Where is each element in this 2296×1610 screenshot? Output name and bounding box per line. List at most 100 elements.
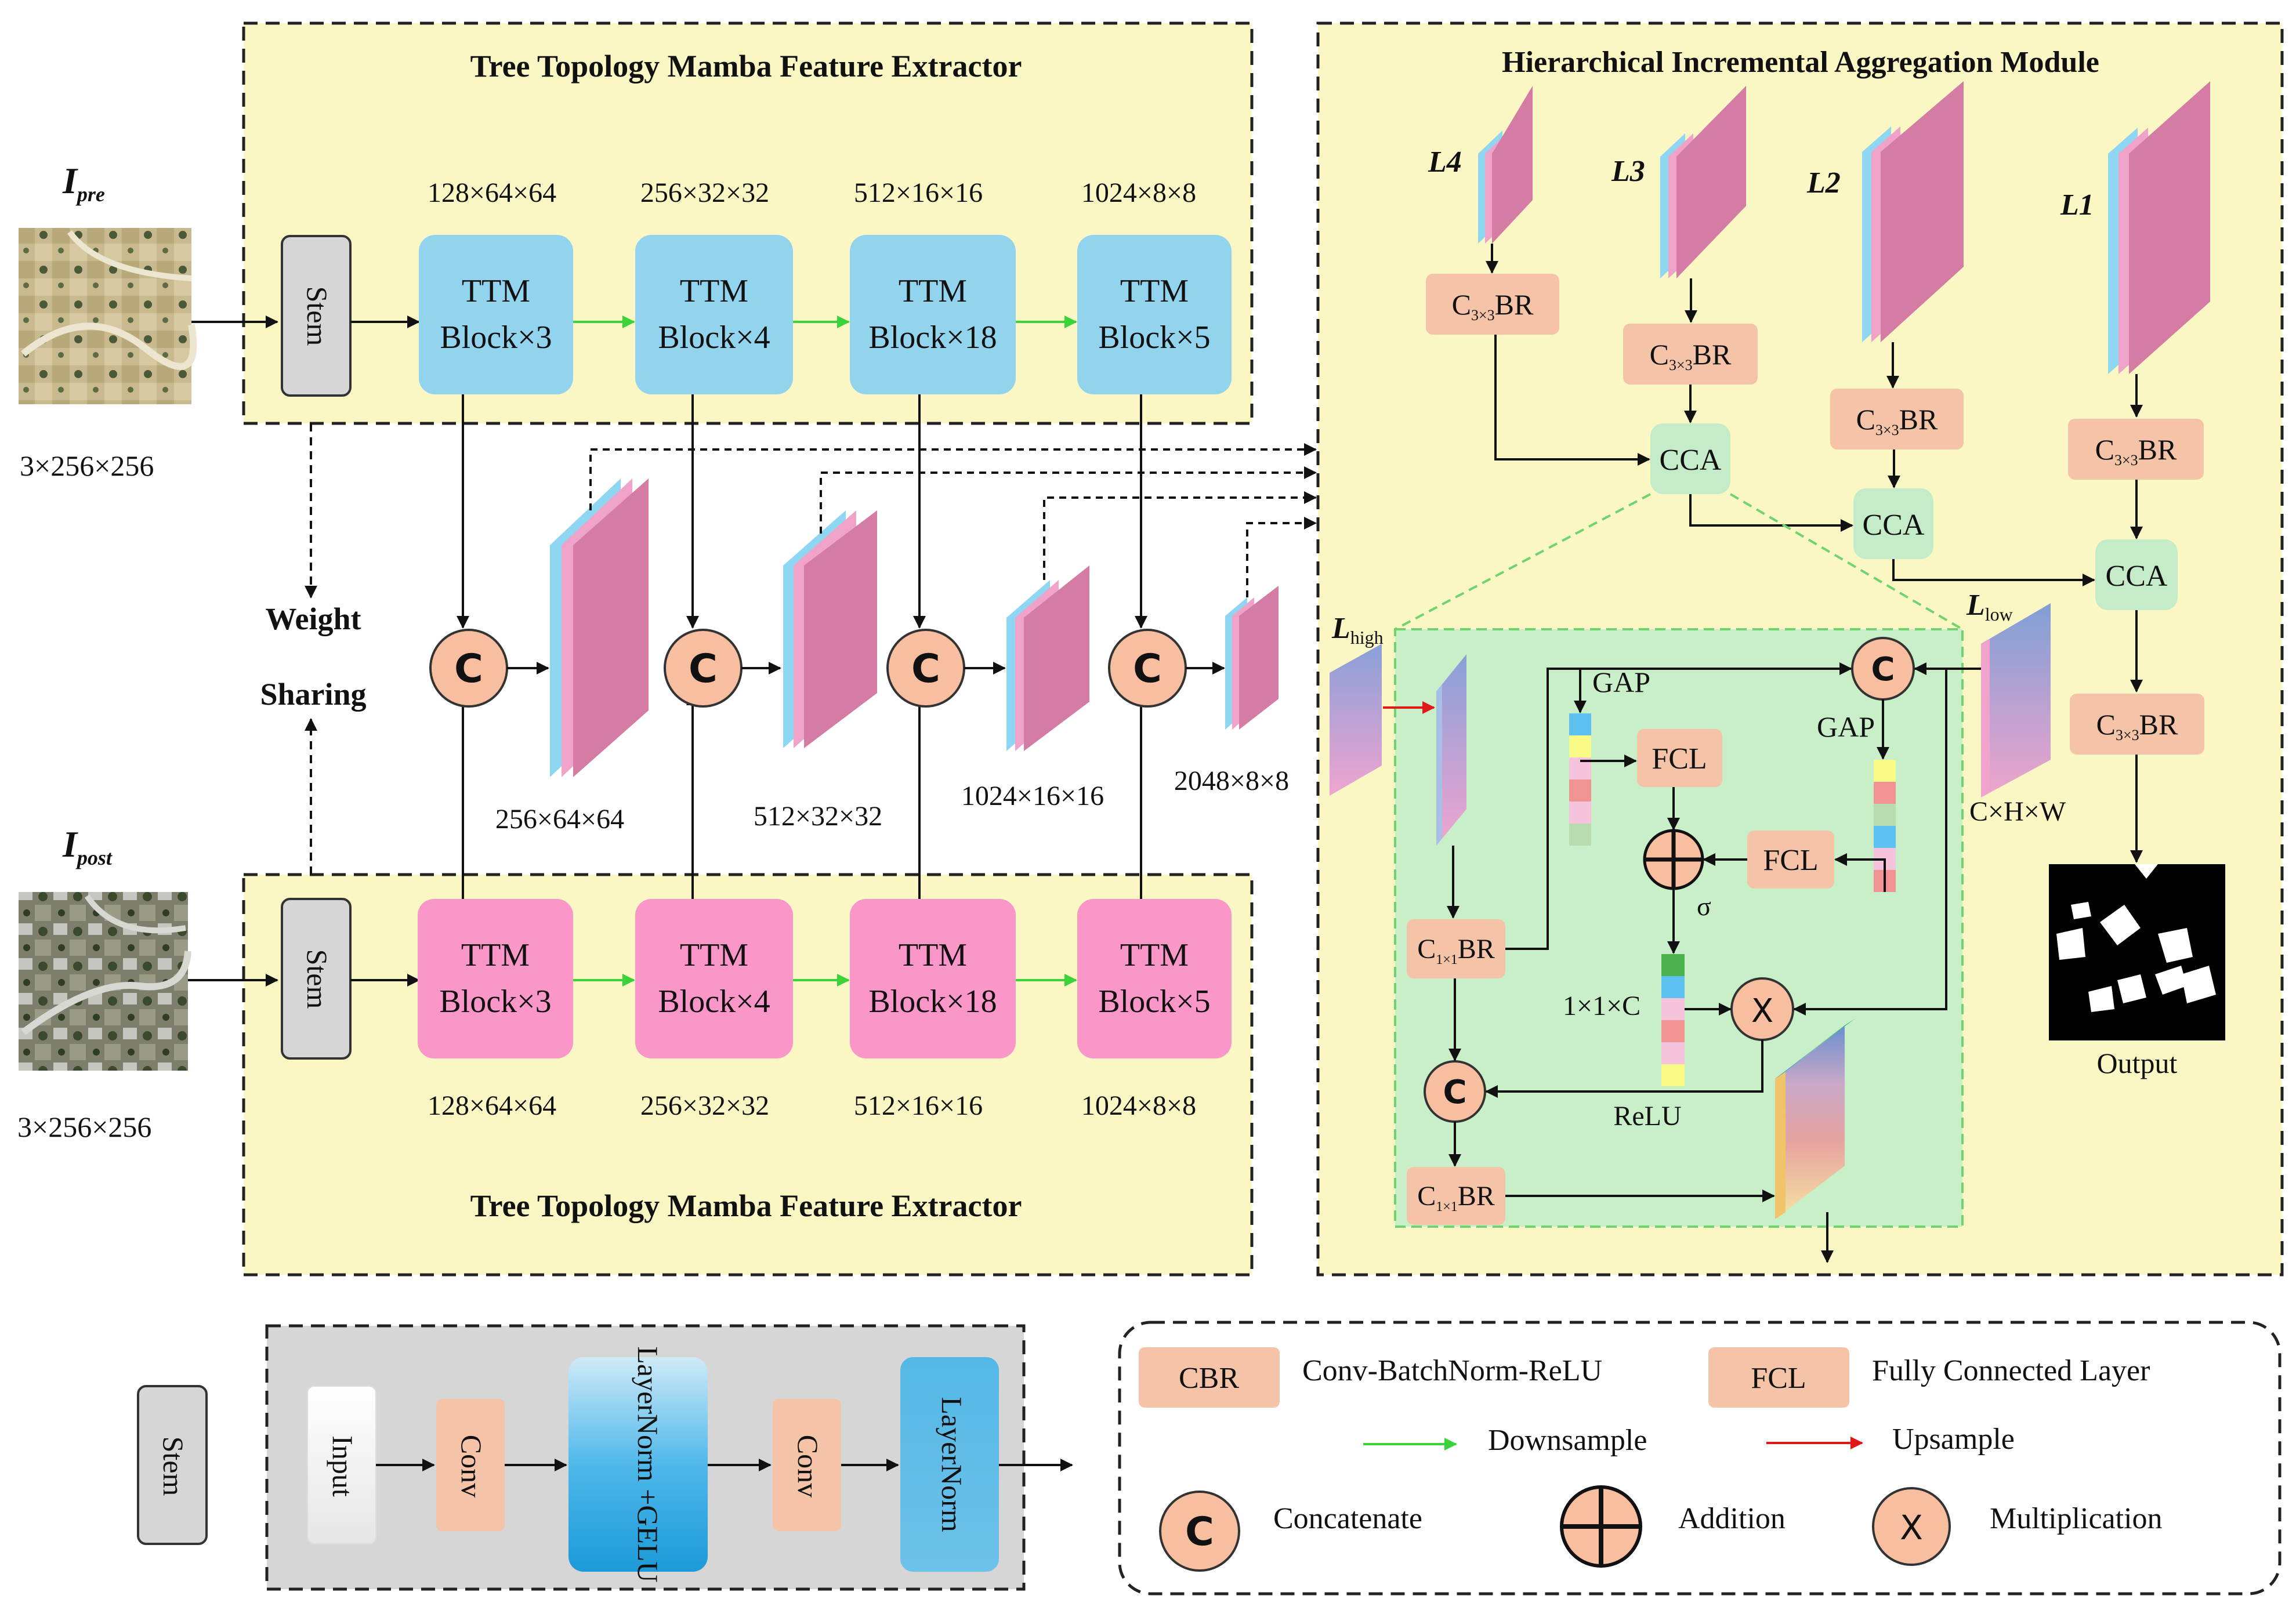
addition-node <box>1643 829 1704 890</box>
sigma-label: σ <box>1697 891 1711 921</box>
concat-feature-2 <box>783 510 877 748</box>
top-dim-2: 256×32×32 <box>640 177 769 208</box>
top-extractor-title: Tree Topology Mamba Feature Extractor <box>470 49 1022 84</box>
svg-text:C: C <box>1133 646 1162 692</box>
gap-right-vector <box>1874 760 1896 892</box>
ttm-block-top-1: TTM Block×3 <box>419 235 573 394</box>
svg-text:Block×18: Block×18 <box>868 320 997 356</box>
stem-top <box>281 235 352 397</box>
svg-text:TTM: TTM <box>1120 937 1189 973</box>
input-post-image <box>19 892 188 1071</box>
svg-text:FCL: FCL <box>1763 844 1818 877</box>
svg-text:CCA: CCA <box>2106 560 2168 593</box>
stem-detail-key <box>137 1385 208 1545</box>
l-high-feature <box>1330 644 1382 796</box>
svg-text:C3×3BR: C3×3BR <box>2096 708 2178 744</box>
l-low-feature <box>1981 603 2051 797</box>
svg-text:C1×1BR: C1×1BR <box>1417 934 1495 967</box>
legend-downsample-text: Downsample <box>1488 1424 1647 1457</box>
svg-text:Block×4: Block×4 <box>658 320 770 356</box>
svg-text:Input: Input <box>327 1435 359 1497</box>
input-pre-image <box>19 228 191 404</box>
svg-text:C3×3BR: C3×3BR <box>2095 433 2177 469</box>
svg-text:FCL: FCL <box>1751 1362 1806 1395</box>
attention-vector <box>1661 954 1685 1086</box>
concat-feature-3 <box>1006 565 1089 751</box>
gap-left-label: GAP <box>1592 666 1650 698</box>
svg-text:C1×1BR: C1×1BR <box>1417 1181 1495 1214</box>
cbr-box-l4: C3×3BR <box>1426 274 1559 335</box>
stem-step-conv-1: Conv <box>436 1399 505 1531</box>
gap-left-vector <box>1569 713 1591 846</box>
svg-text:X: X <box>1900 1508 1923 1547</box>
stem-bottom-label: Stem <box>301 949 334 1009</box>
bottom-dim-4: 1024×8×8 <box>1081 1090 1196 1121</box>
svg-text:CBR: CBR <box>1179 1362 1239 1395</box>
svg-text:FCL: FCL <box>1652 742 1707 775</box>
input-pre-dims: 3×256×256 <box>20 449 154 482</box>
cbr-box-l3: C3×3BR <box>1623 324 1758 385</box>
legend-addition-text: Addition <box>1678 1502 1786 1535</box>
top-dim-4: 1024×8×8 <box>1081 177 1196 208</box>
svg-text:Conv: Conv <box>455 1435 488 1497</box>
svg-text:Block×5: Block×5 <box>1098 984 1210 1020</box>
ttm-block-bottom-1: TTM Block×3 <box>418 899 573 1058</box>
legend-multiply-text: Multiplication <box>1990 1502 2163 1535</box>
chw-label: C×H×W <box>1969 796 2066 827</box>
stem-top-label: Stem <box>301 287 334 346</box>
svg-text:LayerNorm: LayerNorm <box>936 1397 968 1532</box>
level-l3-feature <box>1660 86 1746 278</box>
legend-multiply-symbol: X <box>1872 1487 1951 1566</box>
svg-text:TTM: TTM <box>680 273 748 309</box>
concat-feature-1 <box>550 478 649 777</box>
svg-text:C3×3BR: C3×3BR <box>1856 403 1938 438</box>
top-dim-1: 128×64×64 <box>428 177 556 208</box>
bottom-dim-3: 512×16×16 <box>854 1090 983 1121</box>
concat-dim-2: 512×32×32 <box>754 801 882 832</box>
concat-dim-4: 2048×8×8 <box>1174 766 1289 796</box>
legend-fcl-swatch: FCL <box>1708 1347 1849 1408</box>
svg-text:Block×3: Block×3 <box>440 320 552 356</box>
level-l3-label: L3 <box>1611 155 1645 188</box>
concat-node-4: C <box>1108 629 1187 708</box>
upsampled-feature <box>1436 654 1466 846</box>
cbr1x1-box-top: C1×1BR <box>1407 919 1505 978</box>
svg-text:Block×3: Block×3 <box>439 984 551 1020</box>
svg-text:C3×3BR: C3×3BR <box>1452 288 1534 324</box>
ttm-block-top-2: TTM Block×4 <box>635 235 793 394</box>
stem-detail-key-label: Stem <box>157 1437 190 1496</box>
bottom-dim-2: 256×32×32 <box>640 1090 769 1121</box>
fcl-box-bottom: FCL <box>1747 831 1834 889</box>
concat-node-2: C <box>664 629 743 708</box>
output-label: Output <box>2097 1047 2178 1079</box>
legend-cbr-text: Conv-BatchNorm-ReLU <box>1302 1354 1602 1387</box>
svg-text:X: X <box>1751 992 1773 1030</box>
concat-node-1: C <box>429 629 508 708</box>
fcl-box-top: FCL <box>1637 729 1722 787</box>
cca-concat-node: C <box>1851 637 1915 701</box>
l-high-label: Lhigh <box>1331 612 1384 648</box>
legend-addition-symbol <box>1560 1485 1642 1568</box>
cbr-box-l1: C3×3BR <box>2068 419 2204 480</box>
svg-text:C: C <box>689 646 718 692</box>
stem-step-layernorm: LayerNorm <box>900 1357 999 1572</box>
bottom-extractor-title: Tree Topology Mamba Feature Extractor <box>470 1188 1022 1223</box>
bottom-dim-1: 128×64×64 <box>428 1090 556 1121</box>
level-l2-label: L2 <box>1806 166 1841 200</box>
level-l1-label: L1 <box>2060 188 2094 222</box>
cca-box-2: CCA <box>1853 488 1933 559</box>
svg-text:C: C <box>454 646 483 692</box>
legend-cbr-swatch: CBR <box>1139 1347 1280 1408</box>
stem-step-input: Input <box>307 1386 376 1544</box>
cca-box-1: CCA <box>1650 423 1730 494</box>
hiam-title: Hierarchical Incremental Aggregation Mod… <box>1502 46 2099 79</box>
svg-text:TTM: TTM <box>899 937 967 973</box>
svg-text:C: C <box>1871 651 1895 688</box>
stem-bottom <box>281 898 352 1060</box>
cca-box-3: CCA <box>2095 539 2178 610</box>
svg-text:TTM: TTM <box>462 273 530 309</box>
weight-sharing-line2: Sharing <box>260 677 366 712</box>
svg-text:C: C <box>1185 1509 1214 1555</box>
cbr-box-final: C3×3BR <box>2070 694 2204 755</box>
weight-sharing-line1: Weight <box>265 601 361 636</box>
